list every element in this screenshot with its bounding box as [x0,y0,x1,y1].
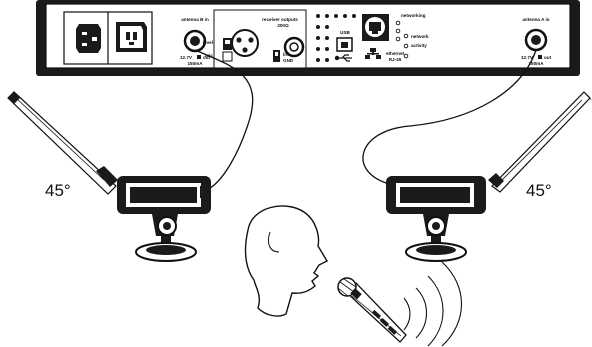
receiver-outputs-impedance: 200Ω [277,23,289,28]
usb-port: USB [334,30,353,62]
network-led-label: network [411,34,429,39]
power-outlet-icon [116,22,147,52]
antenna-right [386,91,592,262]
antenna-mount [405,214,467,262]
ethernet-section: ethernet RJ-45 [362,14,405,62]
antenna-left [7,91,211,262]
dc-power-icon [197,55,201,59]
antenna-a-power: 12.7V [521,55,534,60]
antenna-b-power: 12.7V [180,55,193,60]
networking-leds: networking network activity [395,13,429,59]
networking-label: networking [401,13,426,18]
ethernet-label: ethernet [386,51,405,56]
antenna-b-label: antenna B in [181,17,209,22]
power-inlet-icon [76,24,101,53]
cable-antenna-a [362,49,537,186]
angle-label-left: 45° [45,181,71,200]
power-inlet-block [63,11,153,65]
handheld-microphone [337,277,407,343]
ground-label: GND [283,58,294,63]
indicator-dots [316,14,356,62]
receiver-outputs-label: receiver outputs [262,17,298,22]
antenna-b-power-suffix: out [203,55,211,60]
activity-led-label: activity [411,43,427,48]
ground-lift-label: lift [283,52,289,57]
antenna-a-label: antenna A in [522,17,549,22]
level-switch-label: level [203,40,213,45]
antenna-mount [135,214,197,262]
usb-label: USB [340,30,350,35]
usb-symbol-icon [334,54,352,62]
rj45-label: RJ-45 [389,57,402,62]
singer-head-outline [244,205,328,317]
antenna-b-port: antenna B in 12.7V out 150mA [180,17,211,66]
cable-antenna-b [194,49,254,191]
receiver-output-section: receiver outputs 200Ω level mic lift GND [203,9,307,69]
singer-ear [267,231,280,253]
receiver-rear-panel: antenna B in 12.7V out 150mA receiver ou… [36,0,580,76]
antenna-a-power-suffix: out [544,55,552,60]
dc-power-icon [538,55,542,59]
angle-label-right: 45° [526,181,552,200]
network-symbol-icon [365,48,381,59]
radio-waves-icon [403,261,462,347]
antenna-b-current: 150mA [187,61,203,66]
antenna-whip [7,91,117,195]
xlr-connector-icon [231,29,259,57]
antenna-a-current: 150mA [528,61,544,66]
